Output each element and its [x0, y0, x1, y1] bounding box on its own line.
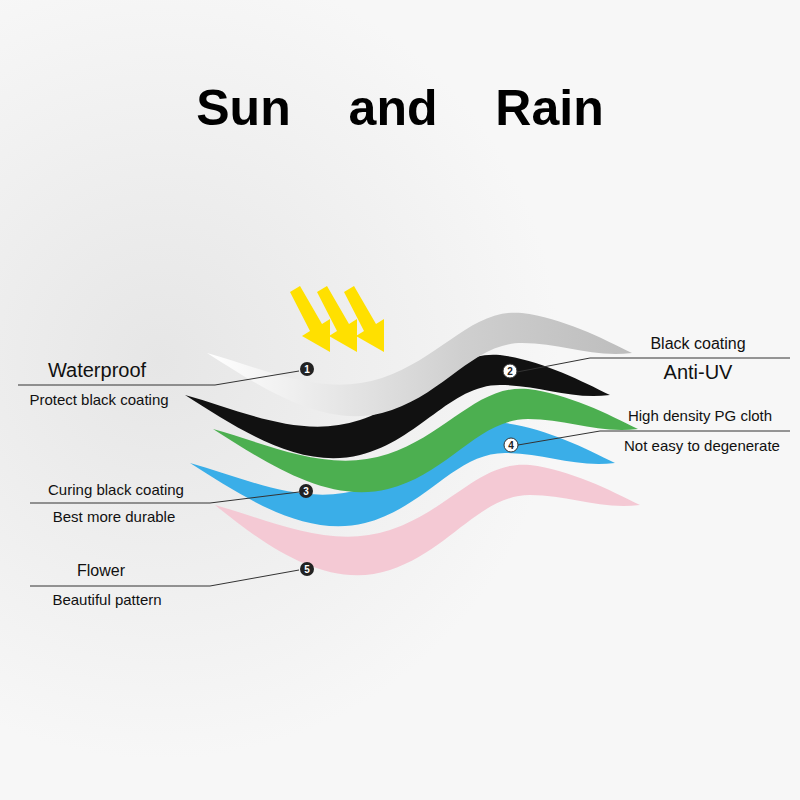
callout-number: 5: [304, 564, 310, 575]
sun-arrows: [290, 286, 384, 352]
callout-number: 4: [508, 440, 514, 451]
callout-number: 1: [304, 364, 310, 375]
feature-label: Black coating: [650, 335, 745, 353]
fabric-layers: [185, 313, 640, 576]
feature-label: Curing black coating: [48, 482, 184, 499]
callout-number: 3: [303, 486, 309, 497]
callout-number: 2: [507, 366, 513, 377]
feature-note: Not easy to degenerate: [624, 438, 780, 455]
callout-circles: [299, 362, 518, 576]
feature-note: Anti-UV: [664, 361, 733, 383]
diagram-title: Sun and Rain: [196, 81, 603, 136]
feature-label: Flower: [77, 562, 125, 580]
feature-label: Waterproof: [48, 359, 146, 381]
feature-note: Best more durable: [53, 509, 176, 526]
feature-note: Beautiful pattern: [52, 592, 161, 609]
feature-label: High density PG cloth: [628, 408, 772, 425]
feature-note: Protect black coating: [29, 392, 168, 409]
waterproof-layer: [207, 313, 632, 417]
leader-lines: [18, 358, 790, 586]
